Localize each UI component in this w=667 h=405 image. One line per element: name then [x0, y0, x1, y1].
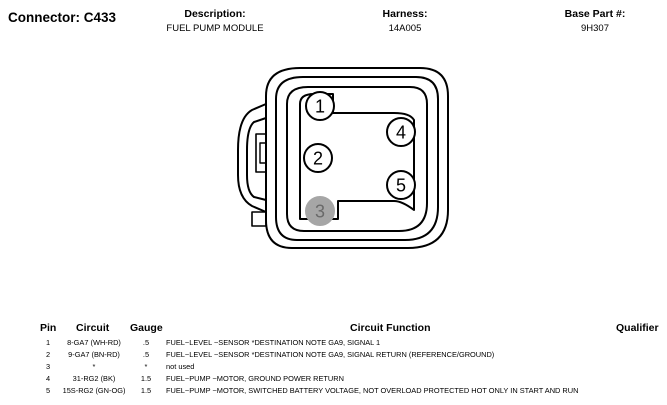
pin-1: 1: [305, 91, 335, 121]
connector-face-diagram: 1 2 3 4 5: [237, 67, 449, 249]
cell-gauge: .5: [142, 338, 150, 347]
housing-outer-shell: [265, 67, 449, 249]
cell-function: FUEL~PUMP ~MOTOR, GROUND POWER RETURN: [166, 374, 344, 383]
cell-pin: 2: [45, 350, 51, 359]
connector-title: Connector: C433: [8, 10, 117, 25]
cell-function: FUEL~LEVEL ~SENSOR *DESTINATION NOTE GA9…: [166, 350, 495, 359]
pin-4: 4: [386, 117, 416, 147]
cell-function: FUEL~LEVEL ~SENSOR *DESTINATION NOTE GA9…: [166, 338, 381, 347]
pin-circle: [386, 170, 416, 200]
housing-latch-tab: [259, 142, 267, 164]
table-row: 5 15S-RG2 (GN-OG) 1.5 FUEL~PUMP ~MOTOR, …: [0, 386, 667, 398]
pin-circle: [305, 196, 335, 226]
pin-cavities: 1 2 3 4 5: [303, 91, 416, 226]
header-gauge: Gauge: [130, 322, 163, 334]
cell-function: not used: [166, 362, 195, 371]
cell-function: FUEL~PUMP ~MOTOR, SWITCHED BATTERY VOLTA…: [166, 386, 579, 395]
pin-number: 2: [313, 149, 323, 169]
cell-circuit: 8-GA7 (WH-RD): [67, 338, 121, 347]
cell-circuit: 15S-RG2 (GN-OG): [62, 386, 126, 395]
cell-pin: 1: [45, 338, 51, 347]
pin-number: 5: [396, 176, 406, 196]
housing-latch-inner: [246, 117, 267, 201]
pin-circle: [386, 117, 416, 147]
description-label: Description:: [184, 8, 246, 20]
pin-3: 3: [305, 196, 335, 226]
housing-inner-cavity: [299, 93, 415, 220]
pin-number: 4: [396, 123, 406, 143]
cell-gauge: .5: [142, 350, 150, 359]
cell-pin: 3: [45, 362, 51, 371]
cell-circuit: 31-RG2 (BK): [72, 374, 116, 383]
table-row: 1 8-GA7 (WH-RD) .5 FUEL~LEVEL ~SENSOR *D…: [0, 338, 667, 350]
table-row: 3 * * not used: [0, 362, 667, 374]
table-row: 4 31-RG2 (BK) 1.5 FUEL~PUMP ~MOTOR, GROU…: [0, 374, 667, 386]
table-row: 2 9-GA7 (BN-RD) .5 FUEL~LEVEL ~SENSOR *D…: [0, 350, 667, 362]
cell-gauge: 1.5: [140, 374, 152, 383]
header-pin: Pin: [40, 322, 57, 334]
base-part-value: 9H307: [581, 23, 609, 34]
header-circuit: Circuit: [76, 322, 110, 334]
housing-latch-lock: [255, 133, 267, 173]
housing-inner-rim: [286, 86, 428, 232]
header-qualifier: Qualifier: [616, 322, 659, 334]
housing-latch-clip: [251, 211, 267, 227]
cell-pin: 4: [45, 374, 51, 383]
cell-gauge: 1.5: [140, 386, 152, 395]
pin-2: 2: [303, 143, 333, 173]
pin-circle: [305, 91, 335, 121]
cell-pin: 5: [45, 386, 51, 395]
pin-circle: [303, 143, 333, 173]
housing-middle-shell: [275, 76, 439, 241]
connector-housing: [237, 67, 449, 249]
pin-number: 1: [315, 97, 325, 117]
cell-circuit: *: [92, 362, 96, 371]
harness-label: Harness:: [382, 8, 428, 20]
header-circuit-function: Circuit Function: [350, 322, 431, 334]
description-value: FUEL PUMP MODULE: [166, 23, 264, 34]
harness-value: 14A005: [388, 23, 422, 34]
cell-circuit: 9-GA7 (BN-RD): [68, 350, 120, 359]
housing-latch: [237, 103, 267, 213]
pin-number: 3: [315, 202, 325, 222]
pin-5: 5: [386, 170, 416, 200]
cell-gauge: *: [144, 362, 148, 371]
base-part-label: Base Part #:: [564, 8, 626, 20]
